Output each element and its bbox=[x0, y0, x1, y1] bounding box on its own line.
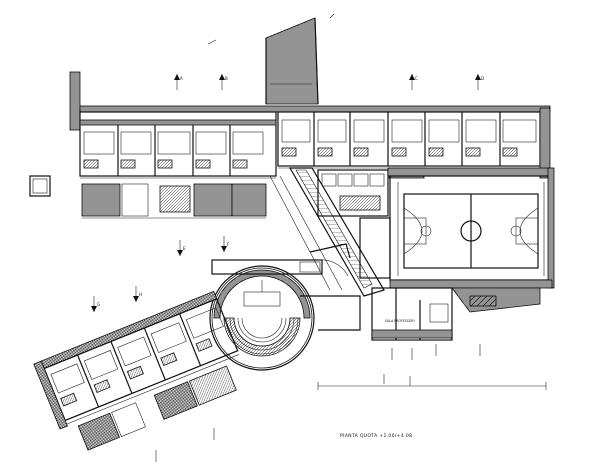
section-marker: A bbox=[174, 74, 183, 90]
site-marker-square bbox=[29, 175, 51, 197]
south-east-offices: SALA PROFESSORI bbox=[371, 287, 541, 341]
section-marker: E bbox=[177, 240, 186, 256]
svg-text:A: A bbox=[180, 76, 183, 81]
plan-title: PIANTA QUOTA +1.00/+4.08 bbox=[340, 433, 412, 439]
svg-text:H: H bbox=[139, 292, 142, 297]
section-markers: A B C D E F G bbox=[91, 13, 484, 462]
section-marker: F bbox=[221, 236, 230, 252]
section-marker: D bbox=[475, 74, 484, 90]
south-west-wing bbox=[33, 290, 240, 451]
north-wing bbox=[69, 71, 551, 219]
sala-label: SALA PROFESSORI bbox=[385, 319, 415, 323]
svg-text:B: B bbox=[225, 76, 228, 81]
section-marker: B bbox=[219, 74, 228, 90]
dimension-line bbox=[317, 382, 547, 390]
gymnasium bbox=[387, 167, 555, 289]
entrance-tower bbox=[265, 17, 319, 105]
basketball-court bbox=[403, 193, 539, 269]
svg-text:E: E bbox=[183, 246, 186, 251]
svg-text:D: D bbox=[481, 76, 484, 81]
section-marker: H bbox=[133, 286, 142, 302]
svg-text:F: F bbox=[227, 242, 230, 247]
north-classrooms-west bbox=[79, 119, 277, 176]
section-marker: G bbox=[91, 296, 100, 312]
section-marker: C bbox=[409, 74, 418, 90]
north-classrooms-east bbox=[281, 107, 551, 179]
svg-text:G: G bbox=[97, 302, 100, 307]
svg-text:C: C bbox=[415, 76, 418, 81]
auditorium bbox=[209, 243, 361, 371]
